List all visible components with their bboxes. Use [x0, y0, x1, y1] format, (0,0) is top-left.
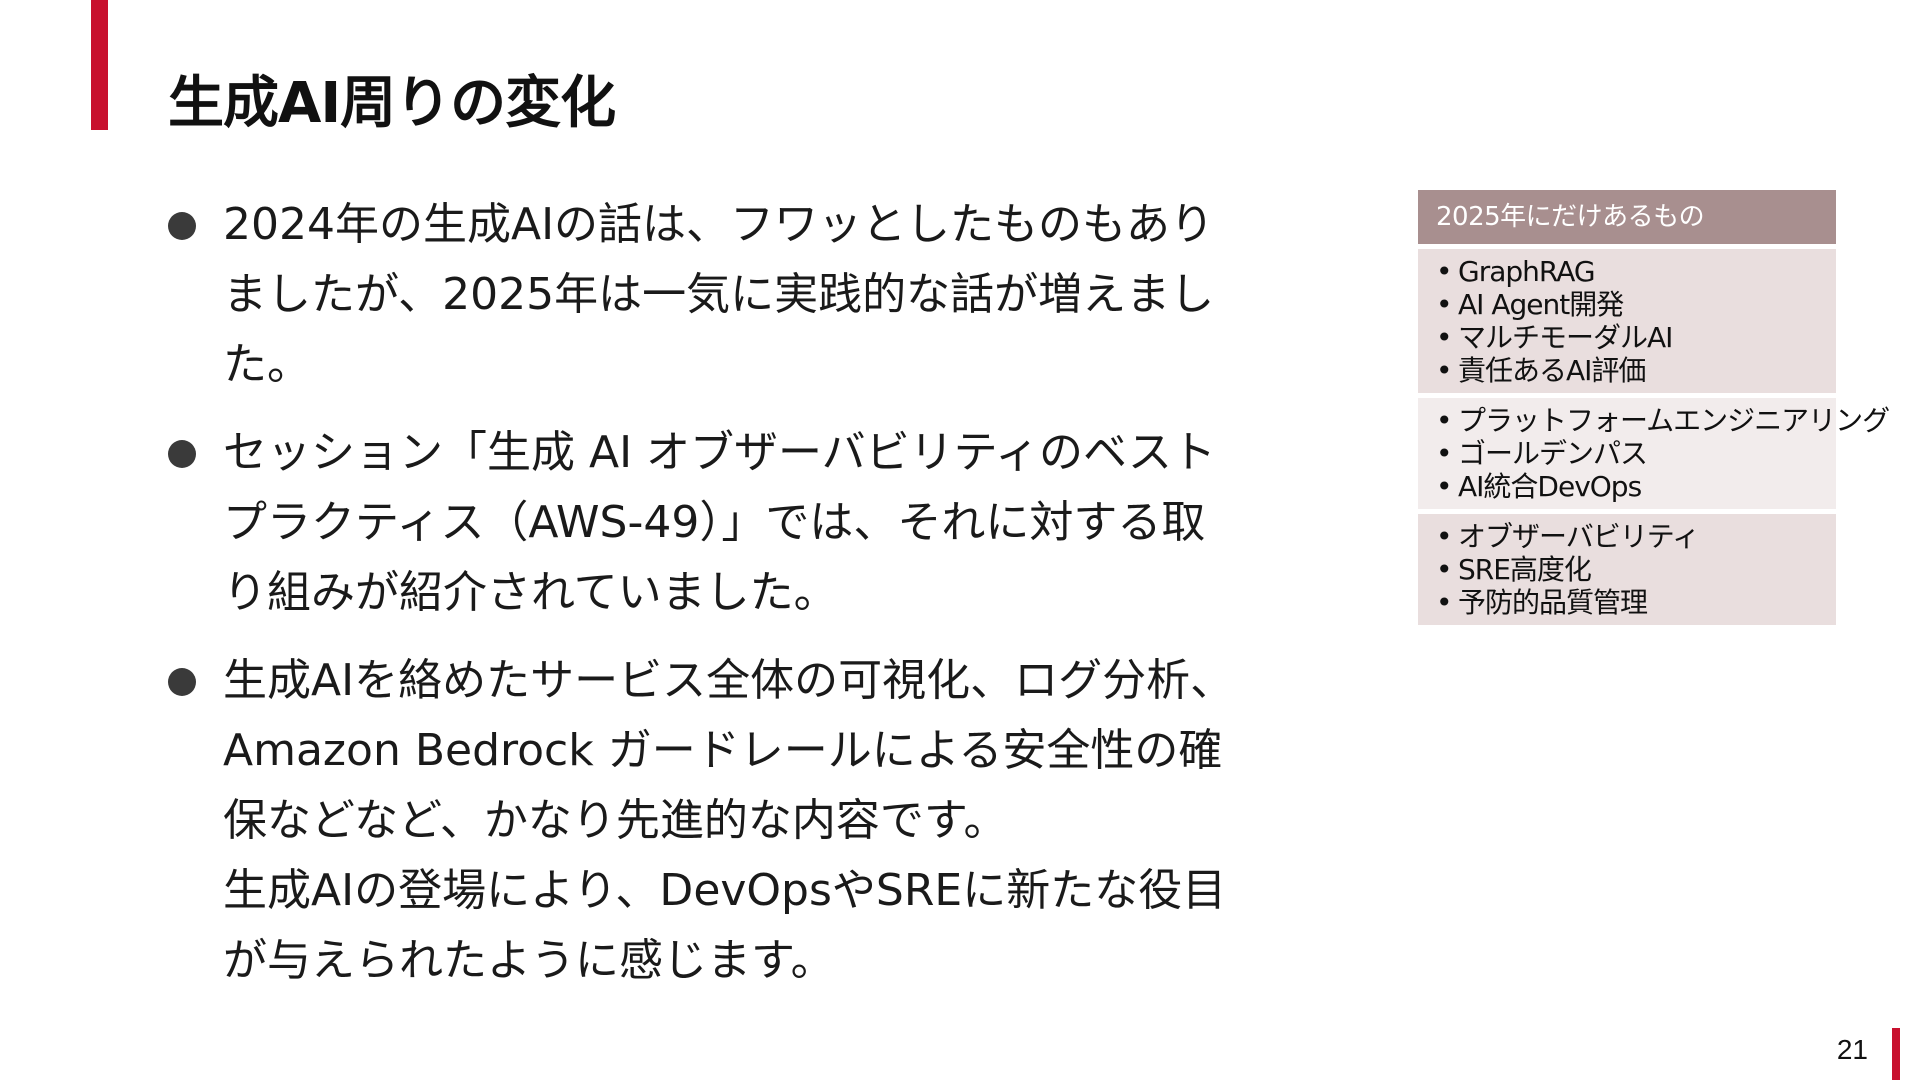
bullet-line: セッション「生成 AI オブザーバビリティのベスト [223, 427, 1216, 478]
bullet-line: た。 [223, 339, 311, 390]
bullet-line: 生成AIを絡めたサービス全体の可視化、ログ分析、 [223, 655, 1235, 706]
side-list-item: •AI統合DevOps [1436, 470, 1642, 503]
bullet-line: 生成AIの登場により、DevOpsやSREに新たな役目 [223, 865, 1227, 916]
side-list-item: •GraphRAG [1436, 255, 1596, 288]
side-group-1: •GraphRAG •AI Agent開発 •マルチモーダルAI •責任あるAI… [1418, 249, 1836, 393]
bullet-icon: • [1436, 520, 1453, 553]
side-summary-box: 2025年にだけあるもの •GraphRAG •AI Agent開発 •マルチモ… [1418, 190, 1890, 625]
title-accent-bar [91, 0, 108, 130]
side-list-item: •AI Agent開発 [1436, 288, 1624, 321]
side-list-item: •SRE高度化 [1436, 553, 1592, 586]
bullet-line: が与えられたように感じます。 [223, 935, 835, 986]
bullet-dot-icon [168, 668, 196, 696]
bullet-dot-icon [168, 212, 196, 240]
bullet-line: 2024年の生成AIの話は、フワッとしたものもあり [223, 199, 1215, 250]
side-list-item: •ゴールデンパス [1436, 437, 1648, 470]
bullet-item-1: 2024年の生成AIの話は、フワッとしたものもあり ましたが、2025年は一気に… [168, 190, 1348, 400]
bullet-item-3: 生成AIを絡めたサービス全体の可視化、ログ分析、 Amazon Bedrock … [168, 646, 1348, 996]
bullet-line: ましたが、2025年は一気に実践的な話が増えまし [223, 269, 1215, 320]
bullet-icon: • [1436, 586, 1453, 619]
bullet-icon: • [1436, 404, 1453, 437]
slide-title: 生成AI周りの変化 [168, 71, 616, 136]
page-accent-bar [1892, 1028, 1900, 1080]
side-list-item: •プラットフォームエンジニアリング [1436, 404, 1890, 437]
side-list-item: •オブザーバビリティ [1436, 520, 1700, 553]
bullet-icon: • [1436, 553, 1453, 586]
side-list-item: •予防的品質管理 [1436, 586, 1648, 619]
bullet-icon: • [1436, 288, 1453, 321]
bullet-line: 保などなど、かなり先進的な内容です。 [223, 795, 1008, 846]
side-group-2: •プラットフォームエンジニアリング •ゴールデンパス •AI統合DevOps [1418, 398, 1890, 509]
bullet-line: り組みが紹介されていました。 [223, 567, 838, 618]
bullet-icon: • [1436, 321, 1453, 354]
bullet-icon: • [1436, 354, 1453, 387]
side-list-item: •責任あるAI評価 [1436, 354, 1646, 387]
page-number: 21 [1836, 1034, 1868, 1065]
side-box-header: 2025年にだけあるもの [1418, 190, 1836, 244]
side-list-item: •マルチモーダルAI [1436, 321, 1673, 354]
bullet-icon: • [1436, 255, 1453, 288]
side-group-3: •オブザーバビリティ •SRE高度化 •予防的品質管理 [1418, 514, 1836, 625]
bullet-icon: • [1436, 437, 1453, 470]
bullet-line: プラクティス（AWS-49）」では、それに対する取 [223, 497, 1206, 548]
bullet-icon: • [1436, 470, 1453, 503]
bullet-dot-icon [168, 440, 196, 468]
bullet-line: Amazon Bedrock ガードレールによる安全性の確 [223, 725, 1223, 776]
bullet-item-2: セッション「生成 AI オブザーバビリティのベスト プラクティス（AWS-49）… [168, 418, 1348, 628]
bullet-list: 2024年の生成AIの話は、フワッとしたものもあり ましたが、2025年は一気に… [168, 190, 1348, 1014]
